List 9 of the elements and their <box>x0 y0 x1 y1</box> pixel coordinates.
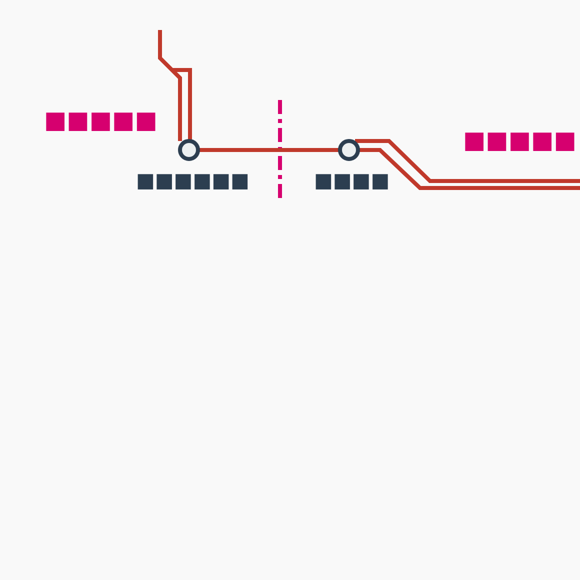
area-name: ■■■■■ <box>44 108 158 132</box>
area-name: ■■■■■ <box>463 128 576 152</box>
station-name: ■■■■ <box>314 170 390 190</box>
rail-line <box>198 148 340 152</box>
rail-line <box>158 28 192 143</box>
rail-line <box>353 139 580 190</box>
station-name: ■■■■■■ <box>136 170 250 190</box>
station-circle <box>338 139 360 161</box>
station-circle <box>178 139 200 161</box>
